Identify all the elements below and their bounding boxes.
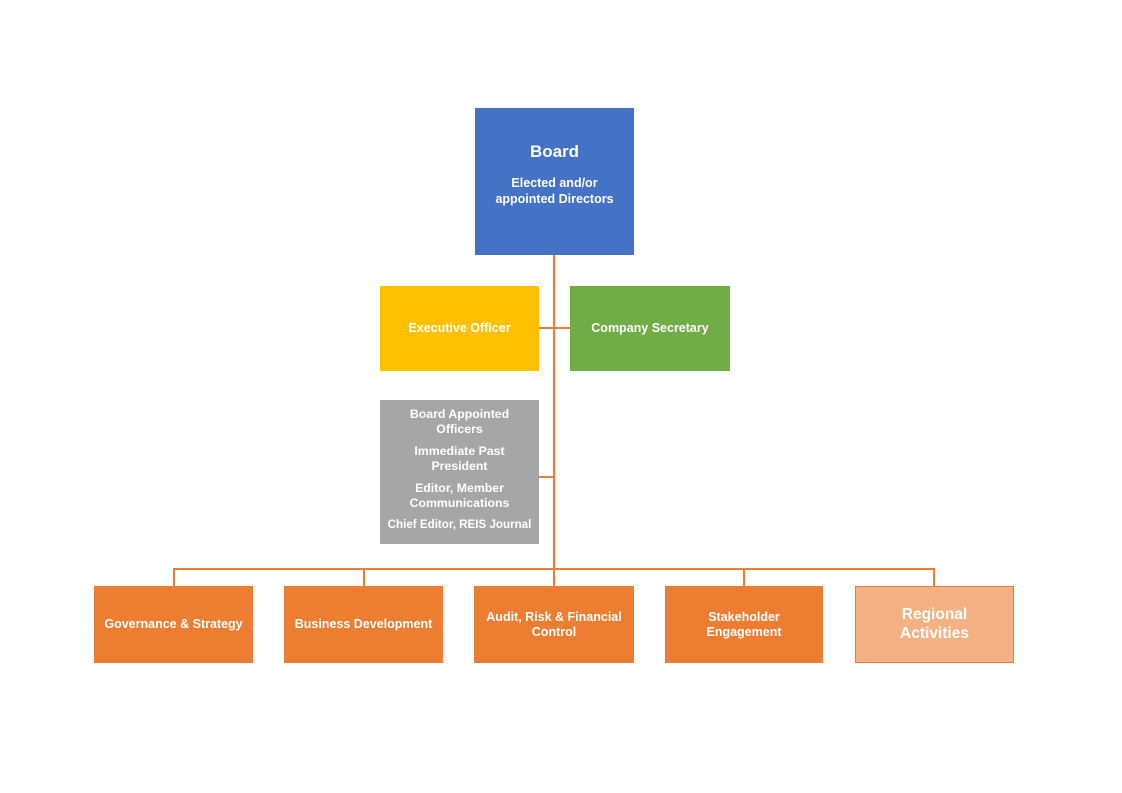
connector-drop-governance — [173, 568, 175, 586]
board-appointed-item-editor-member-communications: Editor, Member Communications — [410, 481, 510, 511]
immediate-past-president-line-2: President — [431, 459, 488, 473]
connector-exec-officer-horizontal — [539, 327, 554, 329]
regional-activities-label-line-2: Activities — [900, 624, 969, 642]
connector-company-secretary-horizontal — [553, 327, 571, 329]
board-subtitle-line-1: Elected and/or — [511, 176, 598, 191]
node-audit-risk-financial-control[interactable]: Audit, Risk & Financial Control — [474, 586, 634, 663]
company-secretary-label: Company Secretary — [591, 321, 709, 336]
stakeholder-engagement-label-line-1: Stakeholder — [708, 609, 780, 624]
editor-member-communications-line-2: Communications — [409, 496, 510, 510]
board-appointed-heading: Board Appointed Officers — [410, 407, 509, 437]
board-appointed-heading-line-1: Board Appointed — [409, 407, 510, 421]
connector-drop-stakeholder — [743, 568, 745, 586]
board-appointed-heading-line-2: Officers — [436, 422, 483, 436]
node-board-appointed-officers[interactable]: Board Appointed Officers Immediate Past … — [380, 400, 539, 544]
executive-officer-label: Executive Officer — [408, 321, 511, 336]
connector-drop-audit-risk — [553, 568, 555, 586]
node-stakeholder-engagement[interactable]: Stakeholder Engagement — [665, 586, 823, 663]
governance-and-strategy-label: Governance & Strategy — [104, 617, 243, 632]
regional-activities-label-line-1: Regional — [901, 605, 968, 623]
node-company-secretary[interactable]: Company Secretary — [570, 286, 730, 371]
editor-member-communications-line-1: Editor, Member — [415, 481, 504, 495]
connector-trunk-vertical — [553, 255, 555, 569]
business-development-label: Business Development — [294, 617, 433, 632]
connector-drop-business-dev — [363, 568, 365, 586]
node-executive-officer[interactable]: Executive Officer — [380, 286, 539, 371]
board-appointed-item-immediate-past-president: Immediate Past President — [414, 444, 504, 474]
board-subtitle-line-2: appointed Directors — [495, 191, 614, 206]
node-regional-activities[interactable]: Regional Activities — [855, 586, 1014, 663]
board-subtitle: Elected and/or appointed Directors — [495, 176, 613, 207]
stakeholder-engagement-label-line-2: Engagement — [706, 624, 782, 639]
board-title: Board — [529, 142, 580, 161]
connector-board-appointed-horizontal — [539, 476, 554, 478]
immediate-past-president-line-1: Immediate Past — [414, 444, 505, 458]
node-business-development[interactable]: Business Development — [284, 586, 443, 663]
node-board[interactable]: Board Elected and/or appointed Directors — [475, 108, 634, 255]
chief-editor-reis-journal-label: Chief Editor, REIS Journal — [387, 518, 532, 531]
board-appointed-item-chief-editor-reis-journal: Chief Editor, REIS Journal — [388, 518, 532, 532]
node-governance-and-strategy[interactable]: Governance & Strategy — [94, 586, 253, 663]
audit-risk-label-line-2: Control — [531, 624, 577, 639]
connector-drop-regional — [933, 568, 935, 586]
audit-risk-label-line-1: Audit, Risk & Financial — [486, 609, 622, 624]
